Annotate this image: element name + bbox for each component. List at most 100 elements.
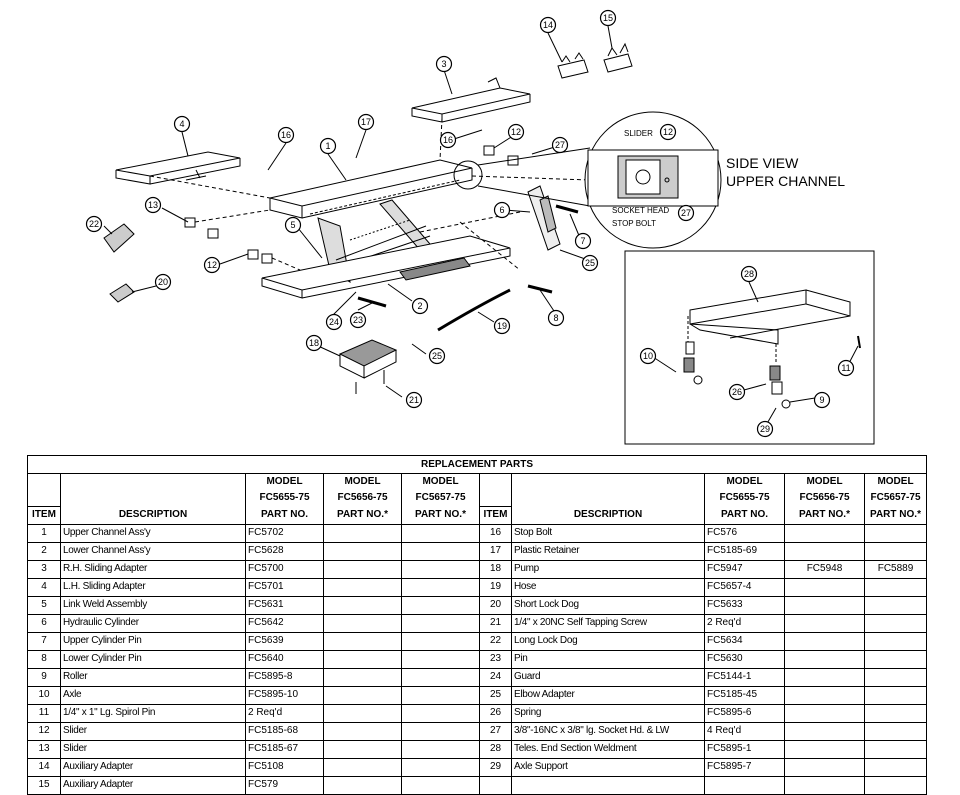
part-number-alt — [323, 649, 402, 669]
part-number: FC5657-4 — [704, 577, 785, 597]
part-number-alt — [784, 631, 865, 651]
part-number-alt — [323, 775, 402, 795]
part-number-alt — [323, 757, 402, 777]
col-description: DESCRIPTION — [511, 506, 705, 525]
part-number-alt — [323, 667, 402, 687]
part-number-alt — [401, 577, 480, 597]
part-number-alt — [784, 613, 865, 633]
part-number: FC5640 — [245, 649, 324, 669]
callout-circle — [740, 265, 758, 283]
callout-number: 6 — [499, 205, 504, 215]
part-number-alt — [323, 577, 402, 597]
part-number-alt — [401, 541, 480, 561]
callout-circle — [277, 126, 295, 144]
part-number: FC5895-1 — [704, 739, 785, 759]
callout-circle — [813, 391, 831, 409]
upper-cylinder-pin — [555, 204, 579, 214]
part-number-alt — [401, 649, 480, 669]
part-number-alt — [784, 775, 865, 795]
part-number-alt — [784, 649, 865, 669]
callout-number: 3 — [441, 59, 446, 69]
part-number-alt — [323, 631, 402, 651]
part-item: 24 — [479, 667, 512, 687]
part-number: FC5895-7 — [704, 757, 785, 777]
part-description: Axle Support — [511, 757, 705, 777]
side-view-title-1: SIDE VIEW — [726, 155, 799, 171]
lower-channel-assembly — [261, 235, 511, 299]
part-number-alt: FC5948 — [784, 559, 865, 579]
part-number-alt — [323, 559, 402, 579]
part-number: FC5144-1 — [704, 667, 785, 687]
part-number — [704, 775, 785, 795]
part-number-alt — [401, 775, 480, 795]
part-description: Plastic Retainer — [511, 541, 705, 561]
part-item: 19 — [479, 577, 512, 597]
part-number: FC5185-69 — [704, 541, 785, 561]
part-number: FC5895-10 — [245, 685, 324, 705]
col-item: ITEM — [479, 505, 512, 525]
part-description: Elbow Adapter — [511, 685, 705, 705]
part-description: Short Lock Dog — [511, 595, 705, 615]
callout-number: 16 — [443, 135, 453, 145]
part-number-alt — [401, 613, 480, 633]
part-description: Pin — [511, 649, 705, 669]
side-view-title-2: UPPER CHANNEL — [726, 173, 845, 189]
callout-number: 8 — [553, 313, 558, 323]
part-number-alt — [863, 721, 928, 741]
lh-sliding-adapter — [115, 151, 241, 185]
callout-circle — [728, 383, 746, 401]
part-number-alt — [784, 523, 865, 543]
part-description — [511, 775, 705, 795]
callout-number: 28 — [744, 269, 754, 279]
col-part-no: PART NO. — [704, 506, 785, 525]
part-description: Slider — [60, 721, 246, 741]
callout-number: 27 — [681, 208, 691, 218]
part-item: 3 — [27, 559, 61, 579]
callout-number: 17 — [361, 117, 371, 127]
part-number: FC5895-6 — [704, 703, 785, 723]
callout-number: 15 — [603, 13, 613, 23]
callout-circle — [349, 311, 367, 329]
part-number-alt — [401, 631, 480, 651]
callout-circle — [405, 391, 423, 409]
part-item: 2 — [27, 541, 61, 561]
part-number-alt — [323, 721, 402, 741]
callout-circle — [305, 334, 323, 352]
part-number-alt — [401, 523, 480, 543]
part-number-alt — [863, 595, 928, 615]
callout-number: 21 — [409, 395, 419, 405]
part-number: FC5895-8 — [245, 667, 324, 687]
part-number-alt — [401, 721, 480, 741]
lower-cylinder-pin — [527, 284, 553, 294]
part-number-alt — [323, 685, 402, 705]
callout-number: 19 — [497, 321, 507, 331]
exploded-parts-diagram: 1234567891011121212131415161617181920212… — [85, 9, 875, 445]
callout-circle — [599, 9, 617, 27]
hydraulic-cylinder — [527, 185, 561, 251]
long-lock-dog — [103, 223, 135, 253]
part-item: 10 — [27, 685, 61, 705]
callout-number: 12 — [207, 260, 217, 270]
callout-number: 2 — [417, 301, 422, 311]
part-description: Roller — [60, 667, 246, 687]
part-number-alt — [863, 739, 928, 759]
callout-number: 13 — [148, 200, 158, 210]
callout-number: 25 — [432, 351, 442, 361]
table-title: REPLACEMENT PARTS — [26, 455, 928, 474]
part-description: Auxiliary Adapter — [60, 775, 246, 795]
callout-leaders — [103, 25, 859, 428]
part-number-alt — [401, 685, 480, 705]
part-number-alt — [784, 595, 865, 615]
callout-circle — [639, 347, 657, 365]
callout-number: 11 — [841, 363, 850, 373]
part-item: 1 — [27, 523, 61, 543]
